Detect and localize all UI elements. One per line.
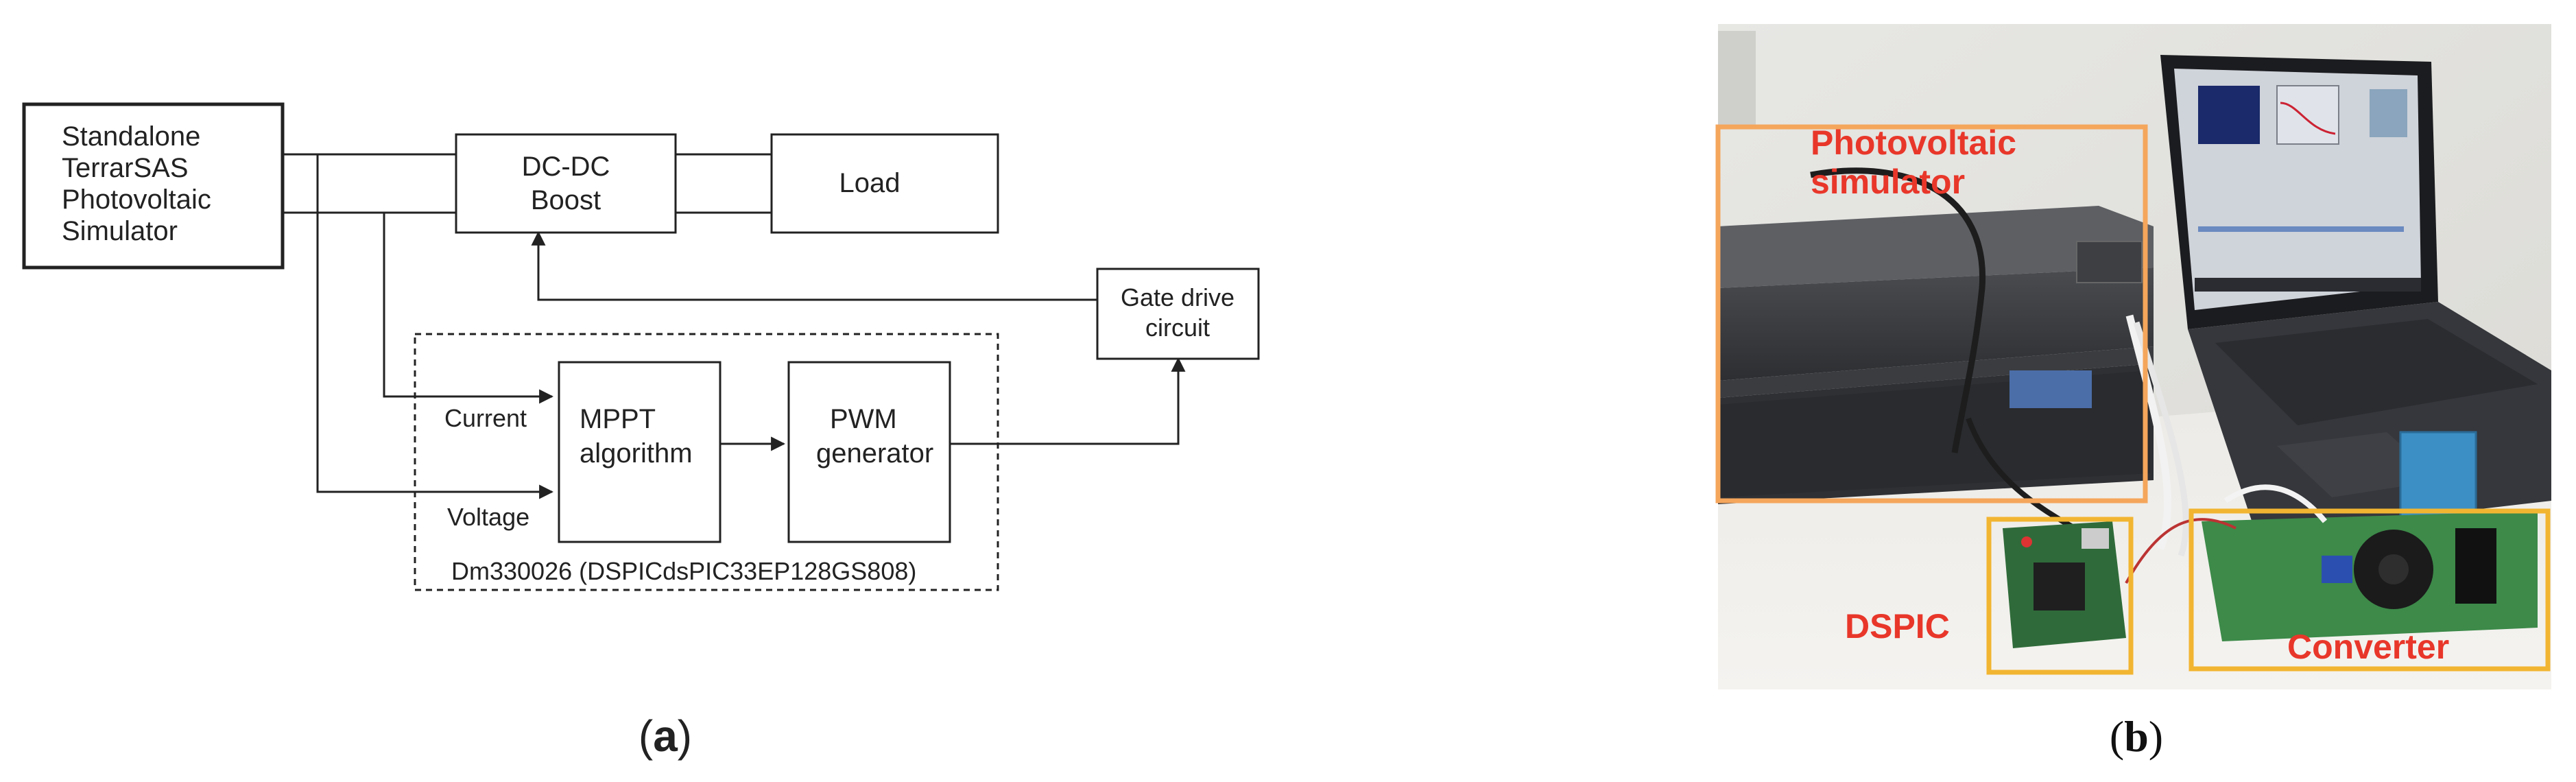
mppt-line-2: algorithm [580,438,693,469]
pwm-line-2: generator [816,438,933,469]
dspic-board [2003,521,2126,648]
dspic-box [1986,517,2134,675]
load-block: Load [770,133,999,234]
simulator-line-3: Photovoltaic [62,185,211,215]
mppt-line-1: MPPT [580,404,656,434]
caption-b: (b) [2110,712,2163,761]
boost-line-1: DC-DC [522,152,610,182]
setup-photo: Photovoltaic simulator DSPIC Converter (… [1715,24,2551,761]
dsp-board-outline [414,333,999,591]
connection-lines [283,153,1186,499]
pwm-line-1: PWM [830,404,897,434]
simulator-line-1: Standalone [62,121,200,152]
converter-board [2125,484,2538,641]
dsp-board-label: Dm330026 (DSPICdsPIC33EP128GS808) [451,557,916,585]
laptop [2160,55,2551,535]
block-diagram: Standalone TerrarSAS Photovoltaic Simula… [22,102,1260,761]
gate-drive-line-1: Gate drive [1121,283,1235,311]
voltage-label: Voltage [447,503,529,531]
current-label: Current [444,404,527,432]
converter-box [2189,508,2551,672]
pv-simulator-unit [1718,167,2189,557]
pv-simulator-label-2: simulator [1811,163,1965,201]
dspic-label: DSPIC [1845,607,1950,645]
simulator-block: Standalone TerrarSAS Photovoltaic Simula… [22,102,285,270]
simulator-line-4: Simulator [62,216,178,246]
mppt-block: MPPT algorithm [558,361,721,543]
simulator-line-2: TerrarSAS [62,153,189,183]
gate-drive-block: Gate drive circuit [1096,268,1260,360]
pv-simulator-box [1715,124,2148,503]
load-label: Load [839,168,901,198]
pwm-block: PWM generator [787,361,951,543]
boost-line-2: Boost [531,185,601,215]
boost-block: DC-DC Boost [455,133,677,234]
caption-a: (a) [639,711,692,761]
pv-simulator-label-1: Photovoltaic [1811,123,2016,162]
converter-label: Converter [2287,628,2449,666]
gate-drive-line-2: circuit [1145,313,1210,342]
